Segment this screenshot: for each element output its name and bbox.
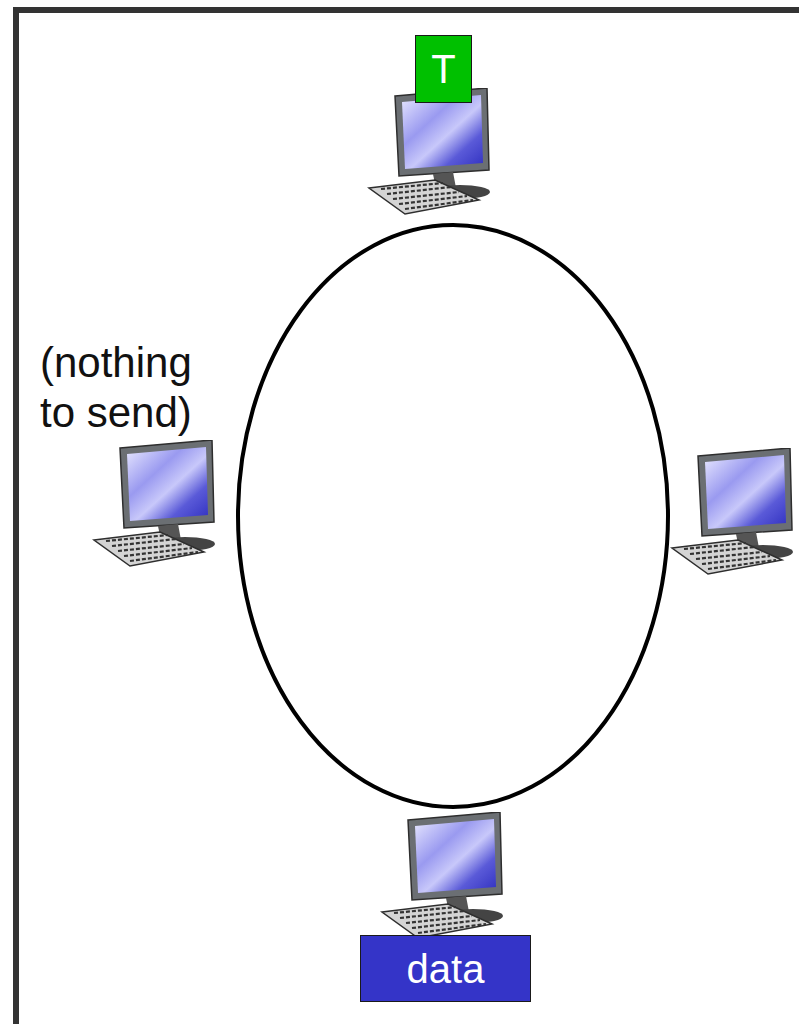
token-box: T [415, 35, 472, 103]
frame-border [16, 10, 799, 1024]
computer-icon [369, 88, 490, 214]
status-note: (nothing to send) [40, 338, 225, 438]
node-label: T [431, 49, 455, 89]
ring-link [238, 225, 668, 807]
computer-icon [94, 440, 215, 566]
computer-icon [672, 448, 793, 574]
node-label: data [407, 949, 485, 989]
data-frame-box: data [360, 935, 531, 1002]
computer-icon [382, 812, 503, 938]
